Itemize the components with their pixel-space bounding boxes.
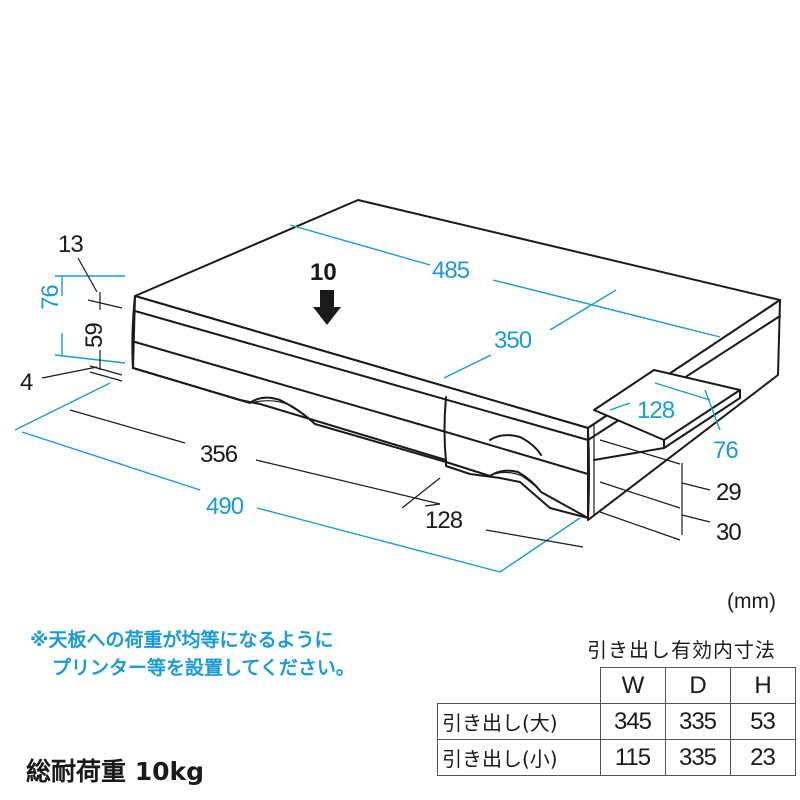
dim-top-depth: 350 [494,327,532,354]
row-label-small-drawer: 引き出し(小) [437,739,601,776]
placement-note-line2: プリンター等を設置してください。 [52,657,355,679]
cell-small-d: 335 [664,739,731,776]
cell-small-w: 115 [599,739,666,776]
table-row: 引き出し(小) 115 335 23 [437,739,796,776]
dim-overall-height: 76 [37,285,64,310]
dim-shelf-depth: 76 [713,437,738,464]
unit-label: (mm) [727,590,776,613]
dim-small-drawer-lower-height: 30 [716,519,741,546]
table-header-row: W D H [437,667,796,704]
blue-dimensions: 485 350 76 490 128 76 [14,224,739,573]
dim-large-drawer-width: 356 [200,441,238,468]
cell-large-h: 53 [729,703,796,740]
cell-large-w: 345 [599,703,666,740]
cell-large-d: 335 [664,703,731,740]
drawer-table-title: 引き出し有効内寸法 [587,638,776,662]
load-value-label: 10 [310,259,337,286]
drawer-dimensions-table: W D H 引き出し(大) 345 335 53 引き出し(小) 115 335… [437,667,796,776]
column-header-d: D [664,667,731,704]
load-indicator: 10 [310,259,341,325]
dim-base-width: 490 [206,493,244,520]
dim-small-drawer-upper-height: 29 [716,479,741,506]
dim-drawer-height: 59 [81,323,108,348]
dim-shelf-width: 128 [637,397,675,424]
pull-out-shelf [593,369,741,541]
placement-note-line1: ※天板への荷重が均等になるように [30,629,334,651]
total-load-capacity: 総耐荷重 10kg [26,757,205,786]
column-header-h: H [729,667,796,704]
column-header-w: W [599,667,666,704]
row-label-large-drawer: 引き出し(大) [437,703,601,740]
black-dimensions: 13 59 4 356 128 29 30 [20,231,742,548]
dim-top-width: 485 [432,257,470,284]
down-arrow-icon [313,290,341,325]
stand-body [131,199,781,521]
table-row: 引き出し(大) 345 335 53 [437,703,796,740]
table-corner [437,667,601,704]
dim-small-drawer-width: 128 [425,507,463,534]
dim-foot-height: 4 [20,369,33,396]
cell-small-h: 23 [729,739,796,776]
placement-note: ※天板への荷重が均等になるように プリンター等を設置してください。 [30,626,355,682]
dim-top-thickness: 13 [58,231,83,258]
